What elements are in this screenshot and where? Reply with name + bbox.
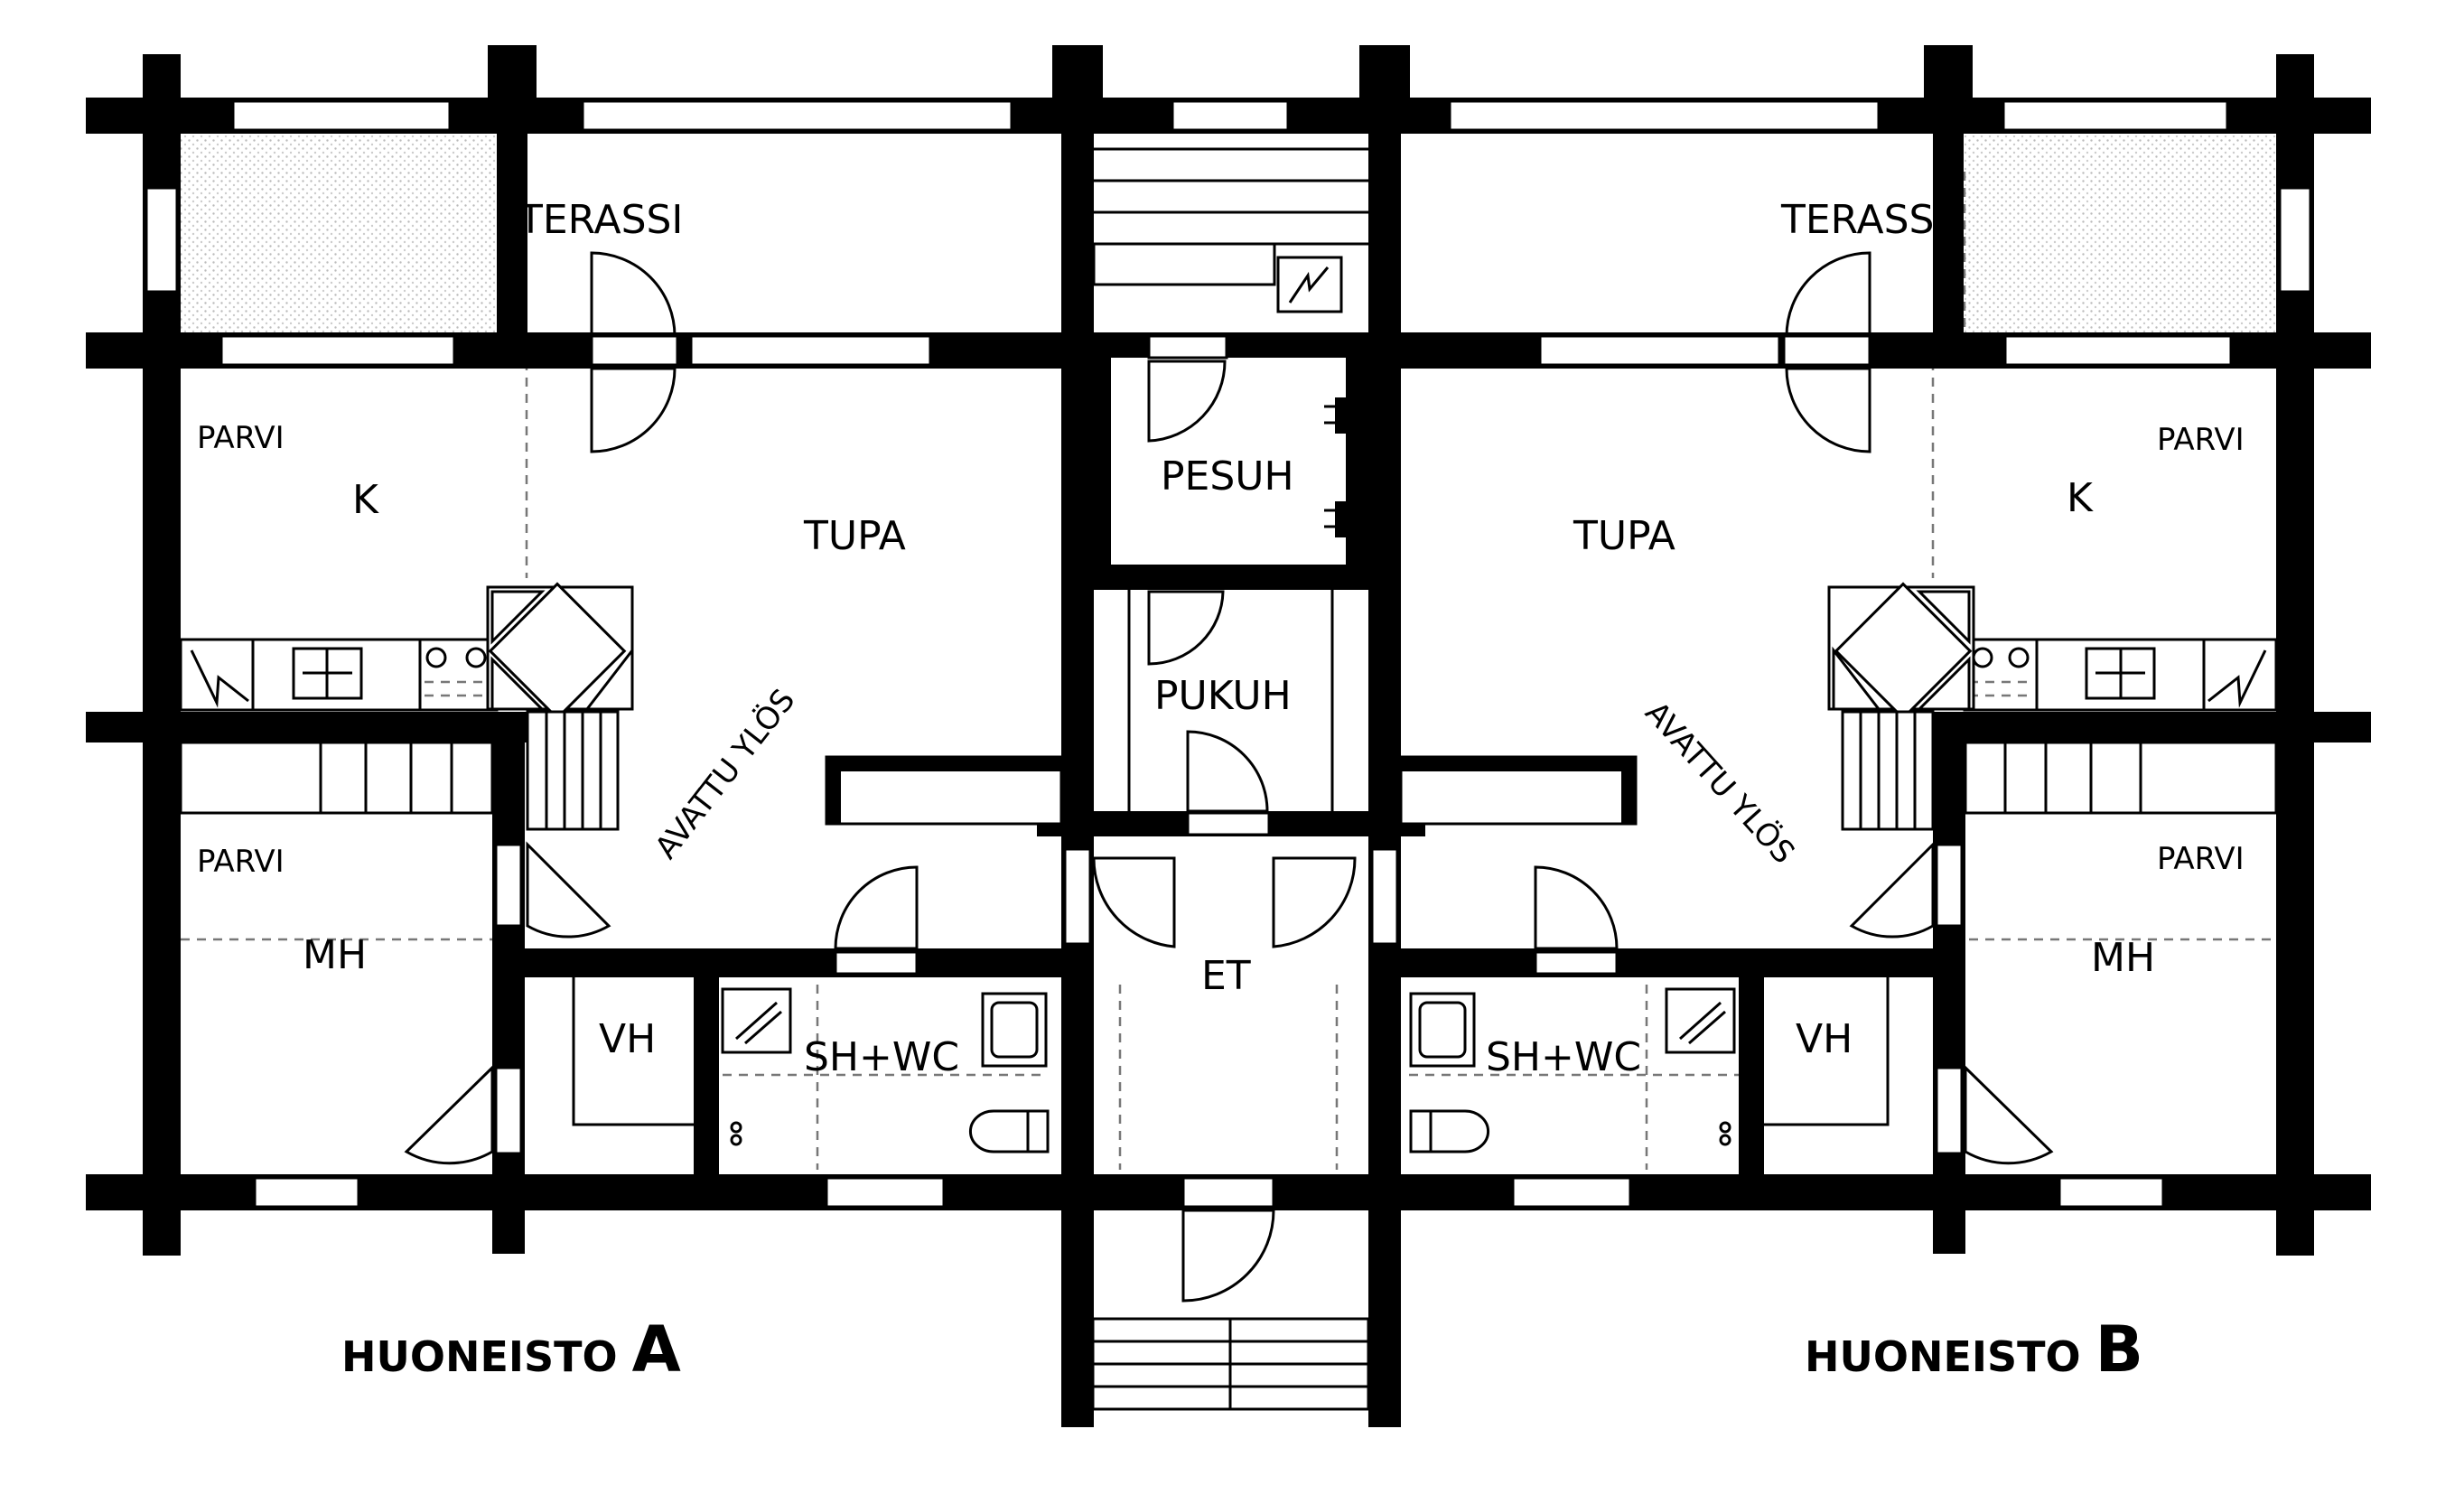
main-entrance-frame [1181,1176,1275,1209]
apartment-a-tupa-door [834,865,919,950]
tupa-label-a: TUPA [803,513,906,559]
avattu-ylos-label-a: AVATTU YLÖS [648,682,803,866]
unit-label-a: HUONEISTO A [341,1312,681,1387]
pesuh-door [1147,360,1227,443]
terassi-label-b: TERASSI [1780,197,1946,243]
apartment-a-closet [572,977,695,1126]
parvi-label-b-top: PARVI [2157,422,2245,458]
apartment-a-kitchen [179,638,499,712]
sh-wc-label-b: SH+WC [1486,1034,1641,1080]
unit-label-b-prefix: HUONEISTO [1805,1332,2095,1381]
et-label: ET [1201,953,1251,999]
terassi-label-a: TERASSI [518,197,683,243]
sauna-steps [1092,147,1368,313]
parvi-label-b-bottom: PARVI [2157,841,2245,877]
sh-wc-label-a: SH+WC [804,1034,959,1080]
apartment-b-bathroom [1409,987,1736,1153]
et-door-left [1092,856,1176,948]
entrance-steps [1091,1317,1370,1411]
pukuh-door-bottom [1186,730,1269,813]
unit-label-b: HUONEISTO B [1805,1312,2143,1387]
apartment-b-tupa-door [1534,865,1619,950]
apartment-b-kitchen [1963,638,2278,712]
apartment-a-bathroom [721,987,1050,1153]
pesuh-door-frame [1147,334,1228,360]
vh-label-b: VH [1796,1016,1853,1062]
apartment-b-closet [1764,977,1890,1126]
apartment-b-fireplace [1827,582,1975,721]
pukuh-door-frame [1186,811,1271,836]
apartment-a-mh-door [526,841,611,939]
terrace-deck-b [1965,135,2276,334]
apartment-b-stairs [1841,710,2278,831]
apartment-b-mh-inner-door [1964,1064,2054,1165]
terrace-door-b [1782,251,1871,453]
parvi-label-a-bottom: PARVI [197,844,285,880]
parvi-label-a-top: PARVI [197,420,285,456]
k-label-b: K [2067,475,2094,521]
unit-label-a-prefix: HUONEISTO [341,1332,632,1381]
et-door-right [1272,856,1357,948]
apartment-a-bath-door-frame [834,950,919,976]
mh-label-a: MH [303,932,367,978]
avattu-ylos-label-b: AVATTU YLÖS [1638,695,1802,872]
apartment-b-bath-door-frame [1534,950,1619,976]
pesuh-heater [1324,397,1346,537]
mh-label-b: MH [2091,935,2155,981]
pukuh-label: PUKUH [1154,673,1292,719]
unit-label-b-letter: B [2095,1312,2143,1387]
apartment-a-fireplace [486,582,634,721]
unit-label-a-letter: A [632,1312,681,1387]
windows [145,99,2312,1209]
terrace-deck-a [181,135,501,334]
main-entrance-door [1181,1209,1275,1303]
apartment-a-mh-inner-door [404,1064,494,1165]
pukuh-door-top [1147,590,1225,666]
terrace-door-a [590,251,679,453]
apartment-b-mh-door [1849,841,1935,939]
vh-label-a: VH [599,1016,656,1062]
pesuh-label: PESUH [1161,453,1294,500]
tupa-label-b: TUPA [1573,513,1675,559]
apartment-a-stairs [179,710,620,831]
k-label-a: K [352,477,379,523]
